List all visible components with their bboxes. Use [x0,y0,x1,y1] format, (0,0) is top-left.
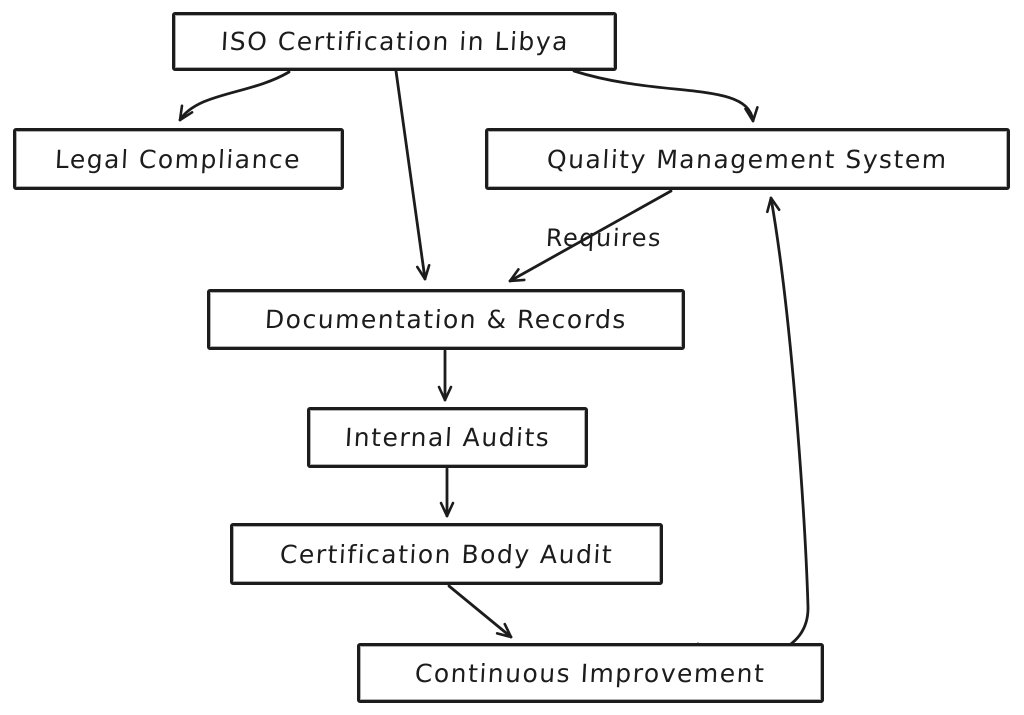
edge-certbody-to-improve [447,584,513,639]
node-legal-compliance-label: Legal Compliance [54,144,303,174]
node-legal-compliance: Legal Compliance [13,128,344,190]
node-quality-management-system: Quality Management System [485,128,1010,190]
node-certification-body-audit: Certification Body Audit [230,523,663,585]
node-iso-certification: ISO Certification in Libya [172,12,617,71]
node-continuous-improvement-label: Continuous Improvement [414,658,767,688]
node-quality-management-system-label: Quality Management System [546,144,949,174]
node-internal-audits-label: Internal Audits [344,423,551,452]
node-documentation-records: Documentation & Records [207,289,685,350]
edge-improve-to-qms [696,196,810,658]
edge-label-requires: Requires [545,224,663,252]
node-documentation-records-label: Documentation & Records [264,305,628,334]
node-continuous-improvement: Continuous Improvement [357,643,824,703]
edge-iso-to-docs [394,69,431,281]
node-certification-body-audit-label: Certification Body Audit [279,539,614,569]
node-iso-certification-label: ISO Certification in Libya [219,27,570,56]
node-internal-audits: Internal Audits [307,407,588,468]
edge-iso-to-qms [572,69,759,123]
edge-iso-to-legal [178,70,291,122]
